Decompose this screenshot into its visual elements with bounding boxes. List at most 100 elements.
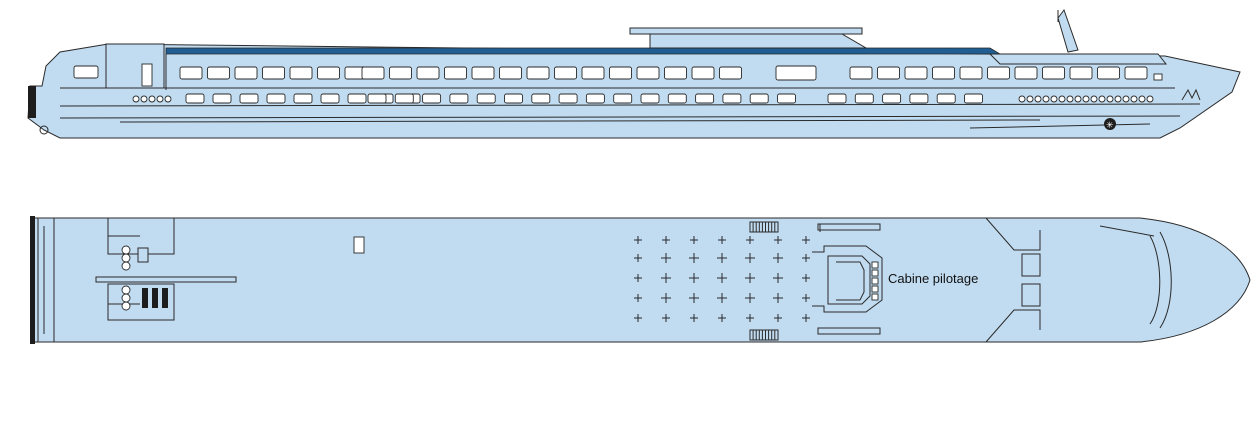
porthole xyxy=(156,95,164,103)
window xyxy=(367,93,387,104)
window xyxy=(389,66,412,80)
window xyxy=(749,93,769,104)
seat-marker xyxy=(717,253,727,263)
porthole xyxy=(1066,95,1074,103)
window xyxy=(558,93,578,104)
window xyxy=(936,93,956,104)
window xyxy=(504,93,523,104)
window xyxy=(722,93,742,104)
window xyxy=(471,66,495,80)
porthole xyxy=(1026,95,1034,103)
stern-fender xyxy=(28,86,36,118)
porthole xyxy=(1114,95,1122,103)
porthole xyxy=(1122,95,1130,103)
seat-marker xyxy=(689,273,699,283)
console-button xyxy=(871,293,879,301)
seat-marker xyxy=(717,293,727,303)
window xyxy=(987,66,1010,80)
seat-marker xyxy=(689,293,699,303)
console-button xyxy=(871,277,879,285)
seat-marker xyxy=(634,236,642,244)
svg-text:✳: ✳ xyxy=(1106,121,1114,131)
portholes xyxy=(132,95,1154,103)
window xyxy=(185,93,205,104)
seat-marker xyxy=(662,236,670,244)
seat-marker xyxy=(634,274,642,282)
window xyxy=(1124,66,1148,80)
window xyxy=(1097,66,1120,80)
seat-marker xyxy=(718,236,726,244)
seat-marker xyxy=(661,273,671,283)
seat-marker xyxy=(690,314,698,322)
gangway-grills xyxy=(749,221,779,341)
window xyxy=(664,66,687,80)
seat-marker xyxy=(634,294,642,302)
side-elevation: ✳ xyxy=(27,8,1241,139)
window xyxy=(554,66,577,80)
flagpole xyxy=(95,276,237,283)
life-ring xyxy=(121,253,131,263)
mast xyxy=(1057,8,1079,53)
life-ring xyxy=(121,261,131,271)
main-deck-windows xyxy=(185,93,983,104)
window xyxy=(347,93,367,104)
bench xyxy=(162,288,168,308)
console-button xyxy=(871,261,879,269)
porthole xyxy=(1090,95,1098,103)
bow-structure xyxy=(985,217,1172,343)
life-ring xyxy=(121,285,131,295)
seat-marker xyxy=(746,314,754,322)
window xyxy=(854,93,874,104)
window xyxy=(904,66,928,80)
aft-door xyxy=(141,63,153,87)
aft-superstructure xyxy=(105,43,165,89)
seat-marker xyxy=(745,293,755,303)
window xyxy=(1153,73,1163,81)
window xyxy=(317,66,340,80)
bench xyxy=(142,288,148,308)
window xyxy=(964,93,983,104)
seat-marker xyxy=(689,253,699,263)
seat-marker xyxy=(745,273,755,283)
porthole xyxy=(1138,95,1146,103)
seat-marker xyxy=(745,253,755,263)
seat-marker xyxy=(773,293,783,303)
bench xyxy=(152,288,158,308)
upper-deck-windows xyxy=(179,65,1163,81)
aft-window xyxy=(73,65,99,79)
window xyxy=(932,66,955,80)
window xyxy=(179,66,203,80)
window xyxy=(877,66,900,80)
life-ring xyxy=(121,245,131,255)
window xyxy=(476,93,496,104)
window xyxy=(499,66,522,80)
seat-marker xyxy=(774,314,782,322)
stern-bar xyxy=(30,216,35,344)
wheelhouse-label: Cabine pilotage xyxy=(888,271,978,286)
deck-seating-grid xyxy=(634,236,810,322)
window xyxy=(234,66,258,80)
wheelhouse: Cabine pilotage xyxy=(812,245,978,313)
wheelhouse-roof-canopy xyxy=(629,27,863,35)
window xyxy=(691,66,715,80)
window xyxy=(775,65,817,81)
porthole xyxy=(1034,95,1042,103)
window xyxy=(262,66,285,80)
porthole xyxy=(1042,95,1050,103)
window xyxy=(882,93,902,104)
seat-marker xyxy=(802,236,810,244)
porthole xyxy=(1018,95,1026,103)
window xyxy=(422,93,442,104)
gangway-grill xyxy=(749,221,779,233)
forward-superstructure xyxy=(988,53,1168,65)
window xyxy=(444,66,467,80)
wheelhouse-wings xyxy=(817,223,881,335)
porthole xyxy=(132,95,140,103)
window xyxy=(293,93,313,104)
porthole xyxy=(1146,95,1154,103)
window xyxy=(959,66,983,80)
console-button xyxy=(871,285,879,293)
window xyxy=(777,93,796,104)
porthole xyxy=(164,95,172,103)
